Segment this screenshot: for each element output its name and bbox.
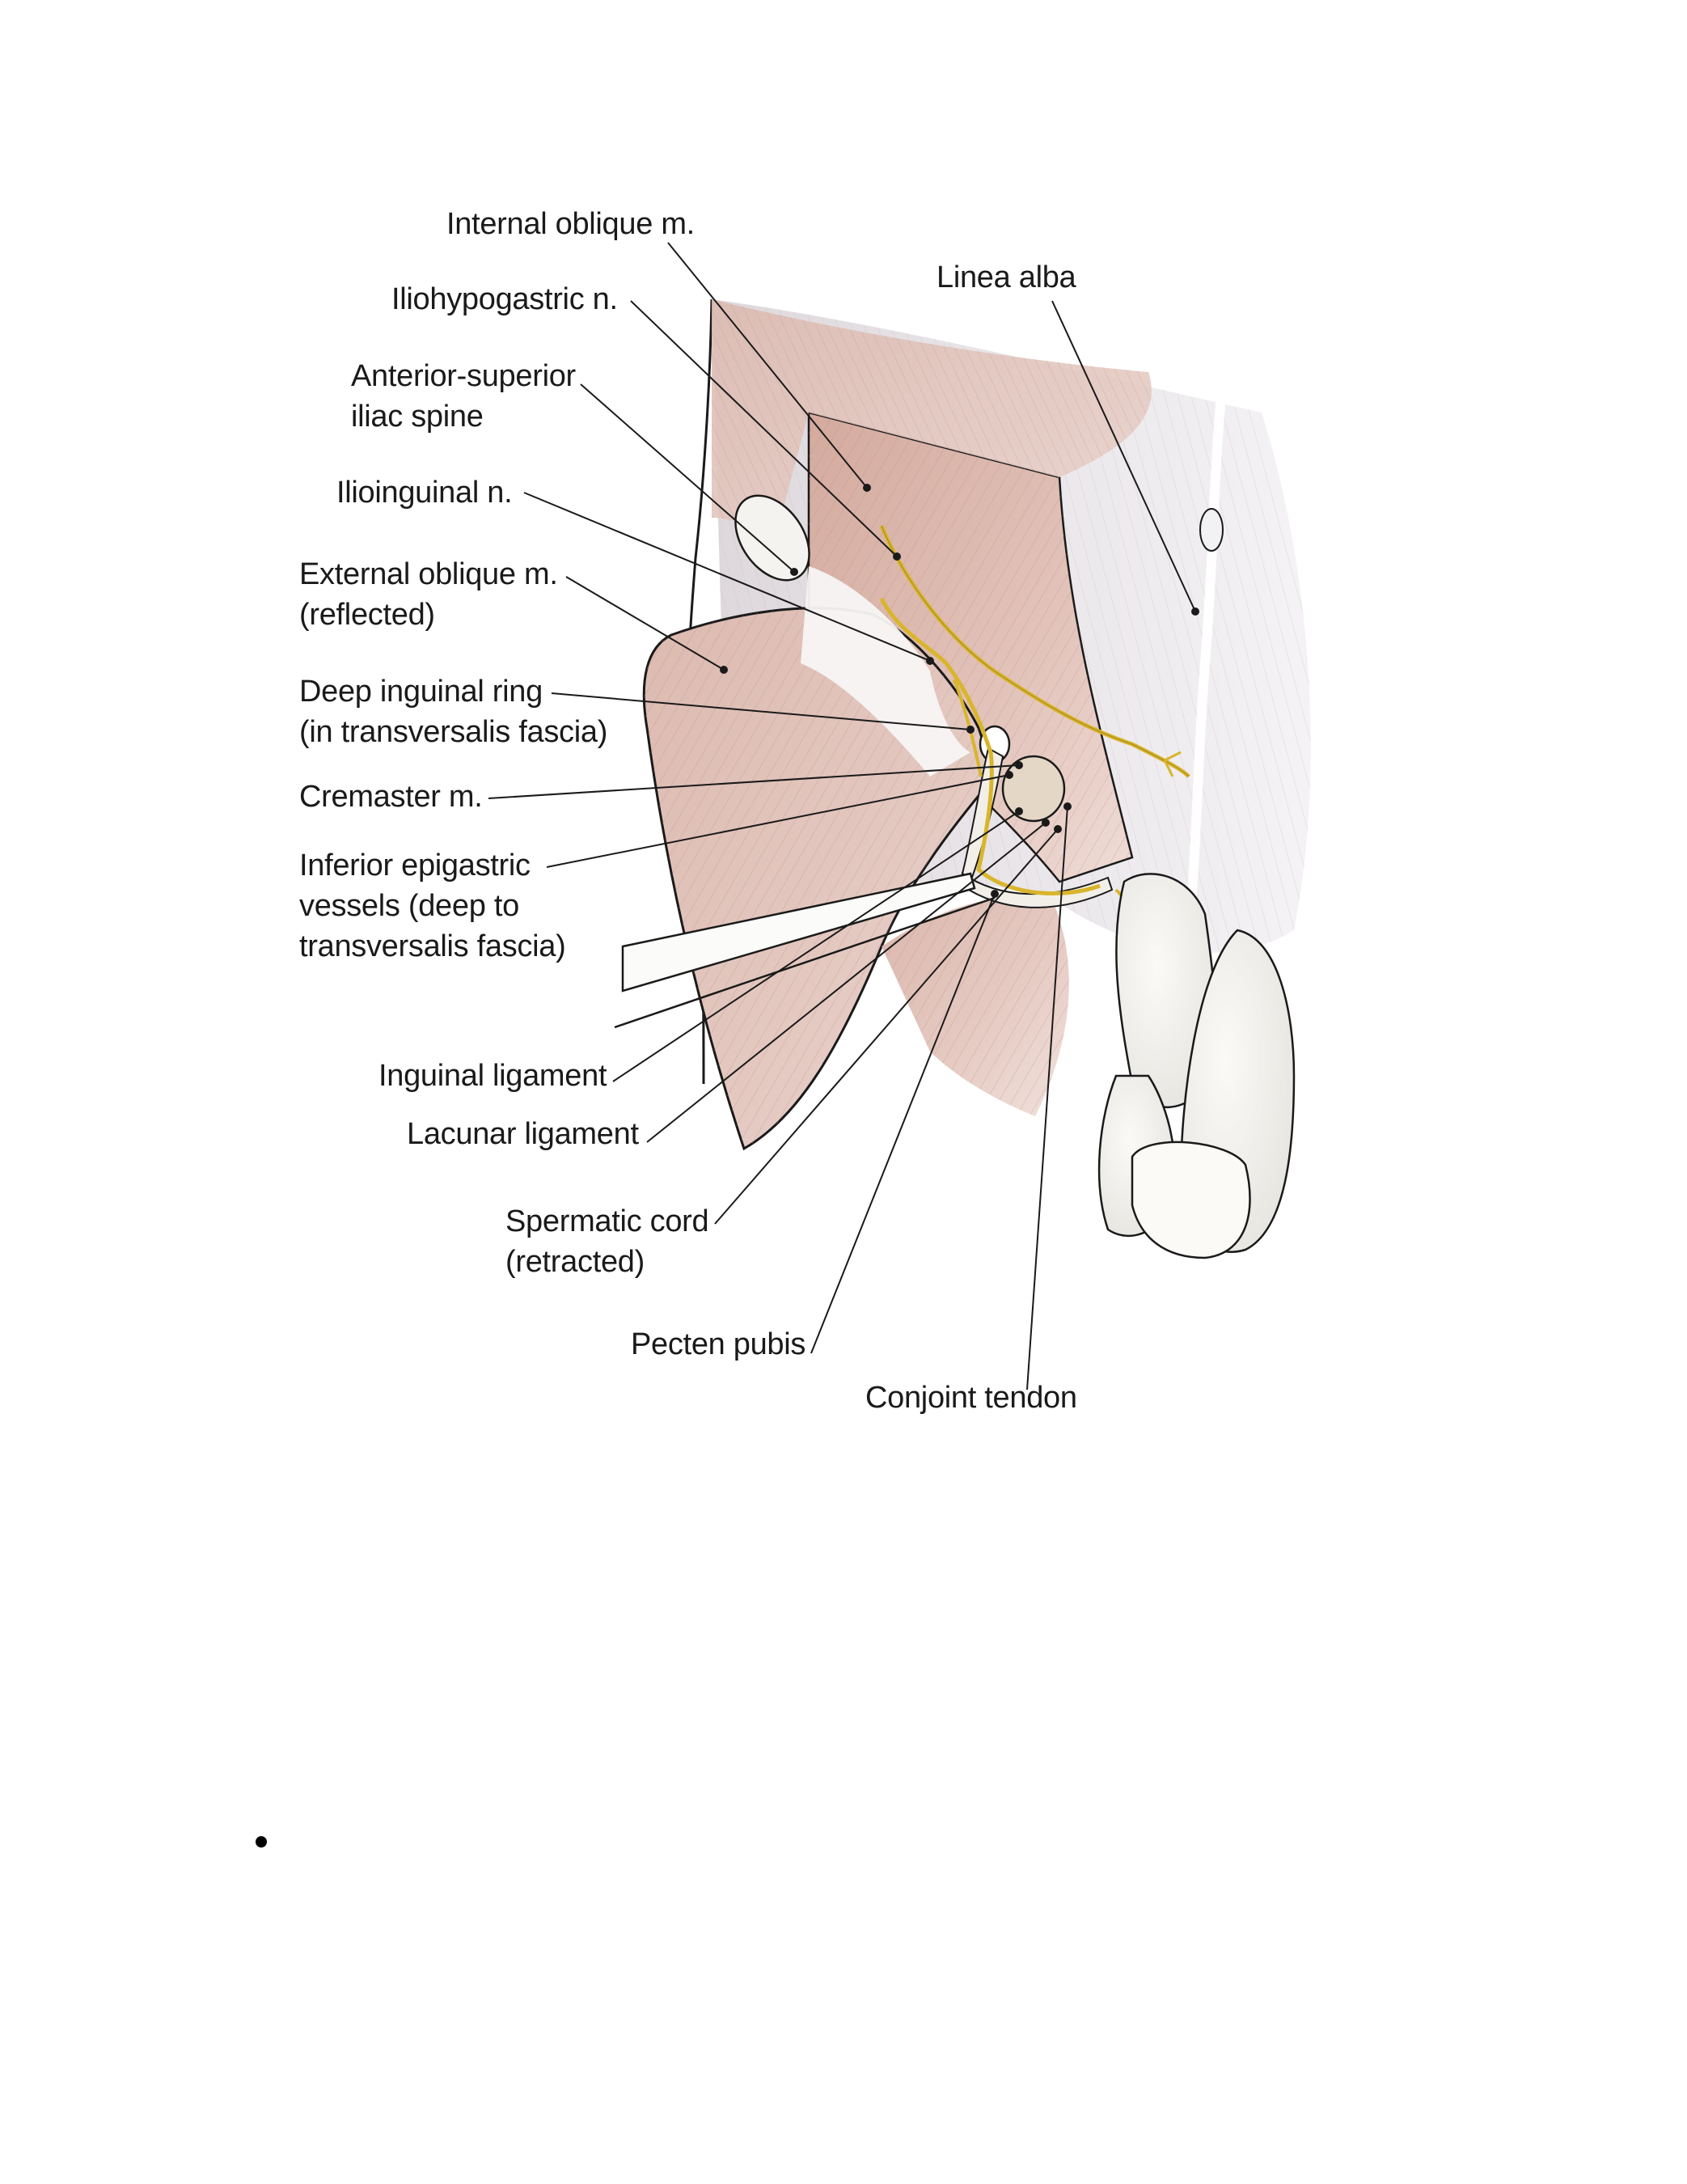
label-line: Iliohypogastric n.	[391, 282, 618, 316]
label-line: transversalis fascia)	[299, 929, 566, 963]
label-line: Inferior epigastric	[299, 849, 531, 882]
retractor	[621, 872, 976, 993]
label-inguinal-ligament: Inguinal ligament	[378, 1056, 607, 1096]
leader-dots	[720, 484, 1199, 898]
aponeurosis	[801, 566, 970, 777]
label-line: Cremaster m.	[299, 780, 483, 814]
label-line: vessels (deep to	[299, 889, 519, 923]
list-bullet	[256, 1836, 267, 1848]
label-iliohypogastric: Iliohypogastric n.	[391, 279, 618, 320]
label-line: Pecten pubis	[631, 1327, 806, 1361]
ilioinguinal-nerve	[879, 597, 1101, 896]
label-line: Ilioinguinal n.	[336, 476, 513, 510]
label-line: Spermatic cord	[505, 1204, 709, 1238]
asis-bone	[734, 494, 810, 582]
leader-lines	[488, 242, 1196, 1390]
glans	[1131, 1141, 1251, 1259]
label-line: (in transversalis fascia)	[299, 715, 608, 749]
label-linea-alba: Linea alba	[937, 257, 1076, 298]
linea-alba	[1184, 396, 1226, 931]
label-conjoint-tendon: Conjoint tendon	[865, 1378, 1077, 1418]
label-line: Internal oblique m.	[446, 207, 695, 241]
label-deep-inguinal-ring: Deep inguinal ring (in transversalis fas…	[299, 671, 607, 752]
label-asis: Anterior-superior iliac spine	[351, 356, 576, 437]
label-line: Conjoint tendon	[865, 1381, 1077, 1415]
label-line: iliac spine	[351, 400, 484, 434]
label-inferior-epigastric: Inferior epigastric vessels (deep to tra…	[299, 845, 566, 967]
label-line: Anterior-superior	[351, 359, 576, 393]
label-pecten-pubis: Pecten pubis	[631, 1324, 805, 1365]
label-line: Lacunar ligament	[407, 1117, 639, 1151]
umbilicus	[1199, 508, 1224, 552]
label-ilioinguinal: Ilioinguinal n.	[336, 472, 513, 513]
label-line: (reflected)	[299, 598, 435, 632]
label-line: External oblique m.	[299, 557, 558, 591]
label-internal-oblique: Internal oblique m.	[446, 204, 695, 244]
label-lacunar-ligament: Lacunar ligament	[407, 1114, 639, 1154]
label-line: (retracted)	[505, 1245, 645, 1279]
label-line: Linea alba	[937, 260, 1076, 294]
label-spermatic-cord: Spermatic cord (retracted)	[505, 1201, 709, 1282]
label-cremaster: Cremaster m.	[299, 777, 483, 817]
label-external-oblique: External oblique m. (reflected)	[299, 554, 558, 635]
deep-ring	[1001, 755, 1066, 823]
label-line: Inguinal ligament	[378, 1059, 607, 1093]
label-line: Deep inguinal ring	[299, 675, 543, 709]
